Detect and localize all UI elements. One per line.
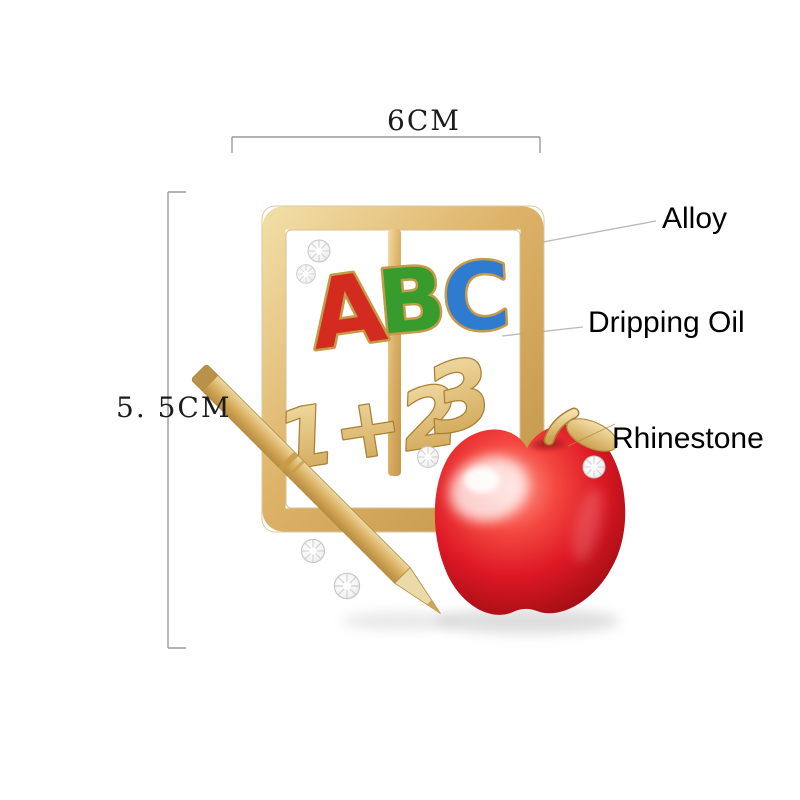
gold-frame (261, 205, 545, 533)
callout-rhinestone-label: Rhinestone (612, 422, 764, 455)
height-dimension-label: 5. 5CM (116, 391, 232, 424)
width-dimension-label: 6CM (387, 104, 461, 137)
width-dimension-line (231, 136, 541, 153)
letter-c: C (440, 242, 513, 352)
letter-b: B (373, 246, 449, 354)
letter-a: A (303, 251, 392, 372)
pencil-shadow (342, 612, 458, 630)
frame-center-bar (388, 229, 401, 476)
rhinestone (333, 572, 361, 600)
red-apple (434, 407, 626, 615)
rhinestone (582, 455, 606, 479)
callout-alloy-label: Alloy (662, 202, 728, 235)
callout-dripping-oil-label: Dripping Oil (588, 306, 745, 339)
abc-letters: A B C (300, 240, 515, 375)
rhinestone (296, 264, 316, 284)
rhinestones (296, 239, 606, 600)
alloy-leader-line (542, 220, 657, 243)
rhinestone (417, 446, 439, 468)
gold-pencil (191, 364, 441, 614)
apple-shadow (436, 608, 620, 634)
rhinestone (300, 538, 326, 564)
height-dimension-line (167, 191, 186, 649)
rhinestone (307, 239, 331, 263)
